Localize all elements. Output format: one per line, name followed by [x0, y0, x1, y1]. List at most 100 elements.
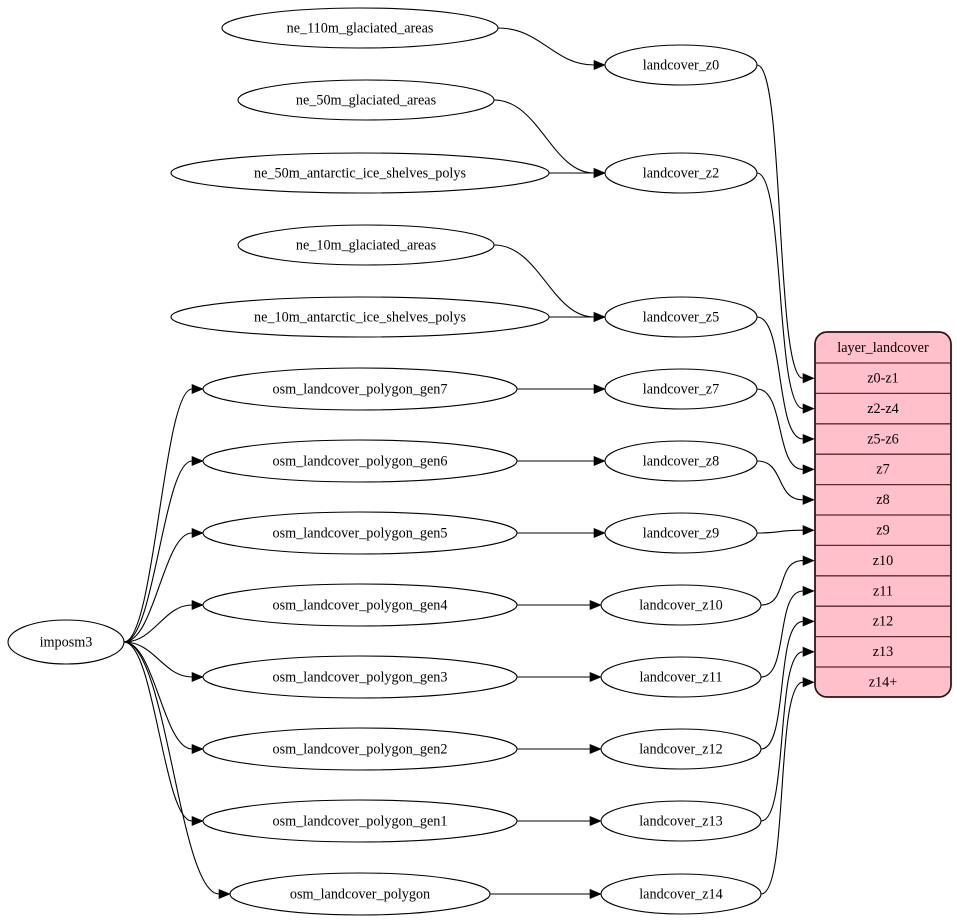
- node-ellipse: [221, 7, 499, 49]
- node-ellipse: [202, 367, 518, 411]
- node-label: landcover_z10: [639, 597, 723, 613]
- source-node-osm_landcover_polygon_gen7[interactable]: osm_landcover_polygon_gen7: [202, 367, 518, 411]
- node-ellipse: [237, 224, 495, 266]
- table-layer_landcover[interactable]: layer_landcover z0-z1 z2-z4 z5-z6 z7 z8 z9 z10 z…: [814, 331, 952, 698]
- arrowhead-icon: [589, 815, 602, 827]
- table-row[interactable]: z9: [876, 522, 889, 538]
- table-row[interactable]: z12: [873, 614, 894, 630]
- edge-imposm3-to-osm_landcover_polygon_gen7: [123, 388, 193, 643]
- node-label: landcover_z14: [639, 886, 723, 902]
- zoom-node-landcover_z9[interactable]: landcover_z9: [604, 512, 758, 554]
- arrowhead-icon: [593, 59, 606, 71]
- source-node-osm_landcover_polygon[interactable]: osm_landcover_polygon: [229, 872, 491, 916]
- arrowhead-icon: [191, 599, 204, 611]
- zoom-node-landcover_z5[interactable]: landcover_z5: [604, 296, 758, 338]
- edge-imposm3-to-osm_landcover_polygon_gen2: [123, 641, 193, 750]
- arrowhead-icon: [589, 743, 602, 755]
- arrowhead-icon: [589, 599, 602, 611]
- zoom-node-landcover_z12[interactable]: landcover_z12: [600, 728, 762, 770]
- source-node-osm_landcover_polygon_gen2[interactable]: osm_landcover_polygon_gen2: [202, 727, 518, 771]
- node-ellipse: [604, 152, 758, 194]
- node-label: landcover_z12: [639, 741, 723, 757]
- node-ellipse: [170, 296, 550, 338]
- arrowhead-icon: [589, 888, 602, 900]
- zoom-node-landcover_z7[interactable]: landcover_z7: [604, 368, 758, 410]
- arrowhead-icon: [593, 527, 606, 539]
- node-ellipse: [600, 656, 762, 698]
- zoom-node-landcover_z10[interactable]: landcover_z10: [600, 584, 762, 626]
- node-label: osm_landcover_polygon_gen4: [273, 597, 448, 613]
- arrowhead-icon: [802, 677, 815, 688]
- source-node-ne_110m_glaciated_areas[interactable]: ne_110m_glaciated_areas: [221, 7, 499, 49]
- arrowhead-icon: [191, 383, 204, 395]
- layer-landcover-table: layer_landcover z0-z1 z2-z4 z5-z6 z7 z8 z9 z10 z…: [814, 331, 952, 698]
- edge-landcover_z12-to-layer_landcover.z12: [760, 620, 804, 750]
- source-node-osm_landcover_polygon_gen6[interactable]: osm_landcover_polygon_gen6: [202, 439, 518, 483]
- arrowhead-icon: [191, 527, 204, 539]
- node-ellipse: [202, 799, 518, 843]
- table-row-label: z13: [873, 644, 894, 660]
- table-row-label: z7: [876, 462, 889, 478]
- source-node-osm_landcover_polygon_gen3[interactable]: osm_landcover_polygon_gen3: [202, 655, 518, 699]
- edge-landcover_z13-to-layer_landcover.z13: [760, 651, 804, 822]
- source-node-osm_landcover_polygon_gen1[interactable]: osm_landcover_polygon_gen1: [202, 799, 518, 843]
- node-ellipse: [600, 728, 762, 770]
- source-node-osm_landcover_polygon_gen5[interactable]: osm_landcover_polygon_gen5: [202, 511, 518, 555]
- edge-ne_50m_glaciated_areas-to-landcover_z2: [493, 99, 595, 174]
- root-node-imposm3[interactable]: imposm3: [7, 619, 125, 665]
- table-row[interactable]: z11: [873, 583, 893, 599]
- zoom-node-landcover_z14[interactable]: landcover_z14: [600, 873, 762, 915]
- zoom-node-landcover_z2[interactable]: landcover_z2: [604, 152, 758, 194]
- node-label: landcover_z2: [643, 165, 719, 181]
- edge-imposm3-to-osm_landcover_polygon_gen4: [123, 604, 193, 643]
- table-row[interactable]: z0-z1: [867, 370, 899, 386]
- arrowhead-icon: [593, 311, 606, 323]
- arrowhead-icon: [802, 646, 815, 657]
- arrowhead-icon: [593, 167, 606, 179]
- source-node-ne_50m_glaciated_areas[interactable]: ne_50m_glaciated_areas: [237, 79, 495, 121]
- table-row[interactable]: z13: [873, 644, 894, 660]
- table-header-label: layer_landcover: [837, 340, 929, 356]
- edge-imposm3-to-osm_landcover_polygon: [123, 641, 220, 895]
- arrowhead-icon: [218, 888, 231, 900]
- edge-imposm3-to-osm_landcover_polygon_gen6: [123, 460, 193, 643]
- table-row[interactable]: z5-z6: [867, 431, 899, 447]
- table-row[interactable]: z2-z4: [867, 401, 899, 417]
- arrowhead-icon: [802, 585, 815, 597]
- edge-landcover_z7-to-layer_landcover.z7: [756, 388, 804, 470]
- arrowhead-icon: [191, 455, 204, 467]
- zoom-node-landcover_z13[interactable]: landcover_z13: [600, 800, 762, 842]
- table-row[interactable]: z10: [873, 553, 894, 569]
- edge-landcover_z2-to-layer_landcover.z2-z4: [756, 172, 804, 410]
- node-ellipse: [202, 511, 518, 555]
- source-node-ne_50m_antarctic_ice_shelves_polys[interactable]: ne_50m_antarctic_ice_shelves_polys: [170, 152, 550, 194]
- node-label: landcover_z9: [643, 525, 719, 541]
- source-node-osm_landcover_polygon_gen4[interactable]: osm_landcover_polygon_gen4: [202, 583, 518, 627]
- arrowhead-icon: [191, 671, 204, 683]
- zoom-node-landcover_z11[interactable]: landcover_z11: [600, 656, 762, 698]
- edge-landcover_z10-to-layer_landcover.z10: [760, 560, 804, 606]
- zoom-node-landcover_z8[interactable]: landcover_z8: [604, 440, 758, 482]
- node-label: osm_landcover_polygon_gen6: [273, 453, 448, 469]
- node-ellipse: [604, 368, 758, 410]
- zoom-node-landcover_z0[interactable]: landcover_z0: [604, 44, 758, 86]
- node-ellipse: [202, 727, 518, 771]
- node-label: osm_landcover_polygon_gen5: [273, 525, 448, 541]
- table-outline: [814, 331, 952, 698]
- source-node-ne_10m_glaciated_areas[interactable]: ne_10m_glaciated_areas: [237, 224, 495, 266]
- node-ellipse: [604, 512, 758, 554]
- table-row-label: z12: [873, 614, 894, 630]
- arrowhead-icon: [802, 555, 815, 566]
- arrowhead-icon: [593, 455, 606, 467]
- node-label: ne_50m_glaciated_areas: [296, 92, 437, 108]
- table-row[interactable]: z14+: [869, 674, 898, 690]
- edge-ne_110m_glaciated_areas-to-landcover_z0: [497, 27, 595, 66]
- table-row-label: z10: [873, 553, 894, 569]
- table-row[interactable]: z8: [876, 492, 889, 508]
- arrowhead-icon: [802, 494, 815, 505]
- source-node-ne_10m_antarctic_ice_shelves_polys[interactable]: ne_10m_antarctic_ice_shelves_polys: [170, 296, 550, 338]
- edge-landcover_z5-to-layer_landcover.z5-z6: [756, 316, 804, 440]
- table-row-label: z11: [873, 583, 893, 599]
- table-row[interactable]: z7: [876, 462, 889, 478]
